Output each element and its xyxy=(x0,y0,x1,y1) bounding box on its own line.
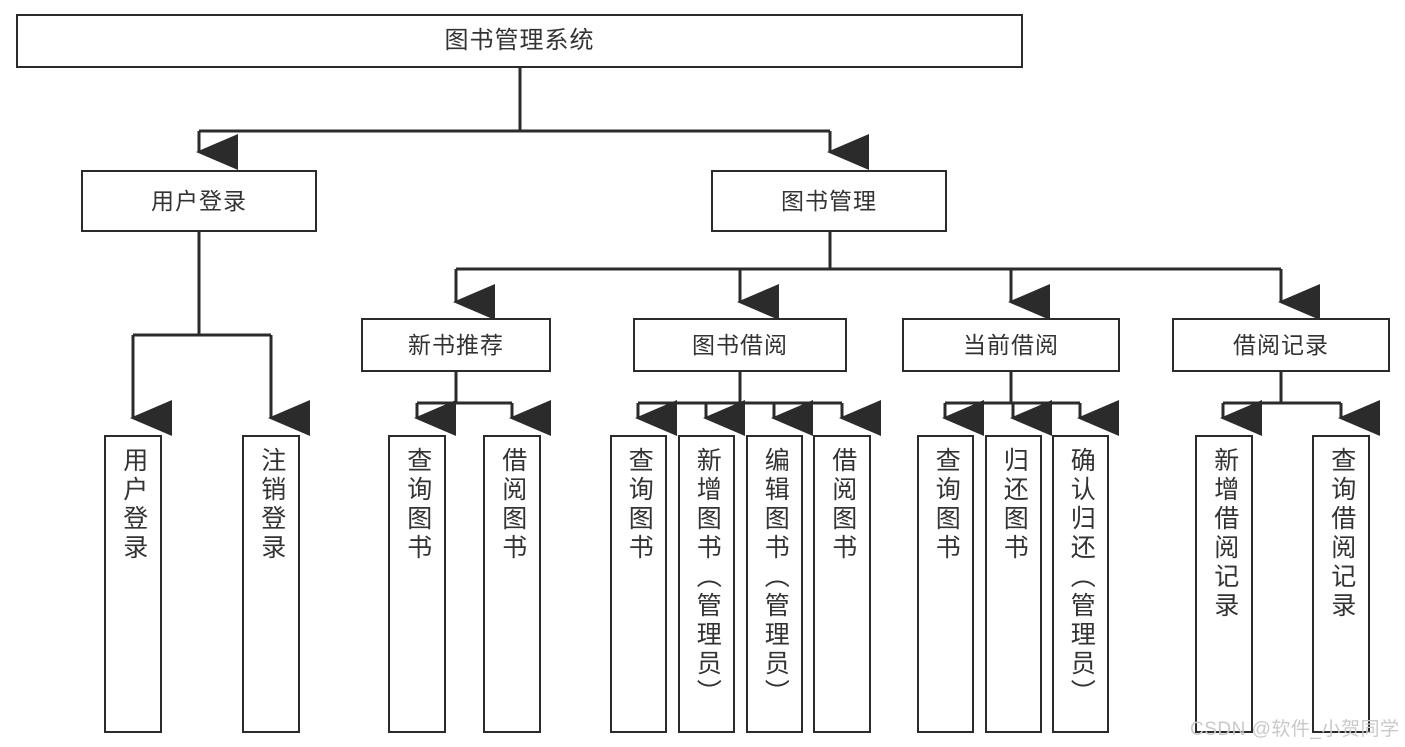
node-label: 查询图书 xyxy=(932,447,961,563)
node-label: 用户登录 xyxy=(151,187,247,214)
node-label: 图书借阅 xyxy=(692,331,788,358)
leaf-book-borrow-query-book[interactable]: 查询图书 xyxy=(610,435,667,733)
node-borrow-records[interactable]: 借阅记录 xyxy=(1172,318,1390,372)
leaf-borrow-records-add-record[interactable]: 新增借阅记录 xyxy=(1195,435,1253,733)
node-label: 图书管理 xyxy=(781,187,877,214)
node-label: 查询图书 xyxy=(625,447,654,563)
node-root-book-management-system[interactable]: 图书管理系统 xyxy=(16,14,1023,68)
node-label: 用户登录 xyxy=(119,447,148,563)
leaf-book-borrow-edit-book-admin[interactable]: 编辑图书（管理员） xyxy=(746,435,803,733)
leaf-current-borrow-confirm-return-admin[interactable]: 确认归还（管理员） xyxy=(1052,435,1109,733)
node-book-borrow[interactable]: 图书借阅 xyxy=(633,318,847,372)
node-user-login[interactable]: 用户登录 xyxy=(81,170,317,232)
leaf-new-book-query-book[interactable]: 查询图书 xyxy=(388,435,446,733)
node-label: 查询图书 xyxy=(403,447,432,563)
leaf-borrow-records-query-record[interactable]: 查询借阅记录 xyxy=(1312,435,1370,733)
node-label: 新增图书（管理员） xyxy=(693,447,722,708)
node-label: 新增借阅记录 xyxy=(1210,447,1239,621)
leaf-current-borrow-query-book[interactable]: 查询图书 xyxy=(917,435,974,733)
node-current-borrow[interactable]: 当前借阅 xyxy=(902,318,1120,372)
node-label: 借阅图书 xyxy=(828,447,857,563)
node-label: 归还图书 xyxy=(1000,447,1029,563)
leaf-user-login-login[interactable]: 用户登录 xyxy=(104,435,162,733)
leaf-new-book-borrow-book[interactable]: 借阅图书 xyxy=(483,435,541,733)
node-label: 新书推荐 xyxy=(408,331,504,358)
node-label: 编辑图书（管理员） xyxy=(761,447,790,708)
csdn-watermark: CSDN @软件_小贺同学 xyxy=(1190,719,1400,740)
node-label: 确认归还（管理员） xyxy=(1067,447,1096,708)
node-label: 查询借阅记录 xyxy=(1327,447,1356,621)
leaf-book-borrow-borrow-book[interactable]: 借阅图书 xyxy=(813,435,871,733)
leaf-current-borrow-return-book[interactable]: 归还图书 xyxy=(985,435,1042,733)
node-label: 借阅记录 xyxy=(1233,331,1329,358)
node-label: 当前借阅 xyxy=(963,331,1059,358)
node-new-book-recommend[interactable]: 新书推荐 xyxy=(361,318,551,372)
node-book-management[interactable]: 图书管理 xyxy=(711,170,947,232)
leaf-user-login-logout[interactable]: 注销登录 xyxy=(242,435,300,733)
node-label: 图书管理系统 xyxy=(444,27,595,55)
node-label: 注销登录 xyxy=(257,447,286,563)
node-label: 借阅图书 xyxy=(498,447,527,563)
leaf-book-borrow-add-book-admin[interactable]: 新增图书（管理员） xyxy=(678,435,735,733)
